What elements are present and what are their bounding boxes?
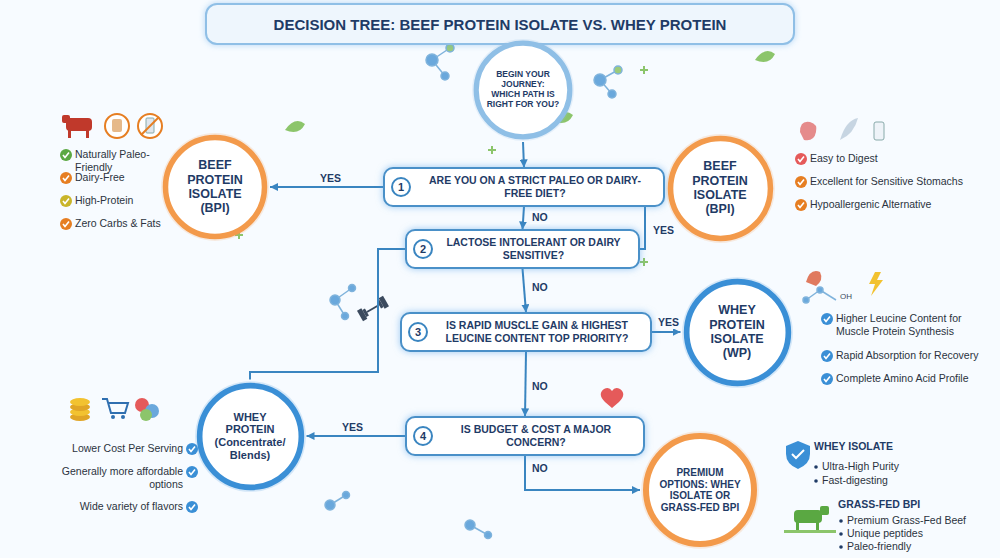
result-circle: WHEY PROTEIN ISOLATE (WP) (681, 276, 794, 389)
check-icon (60, 218, 72, 230)
node-label: PREMIUM OPTIONS: WHEY ISOLATE OR GRASS-F… (656, 467, 744, 513)
benefit-text: Easy to Digest (810, 152, 990, 165)
edge-label: NO (530, 380, 550, 393)
note-text: Fast-digesting (822, 474, 972, 487)
check-icon (186, 466, 198, 478)
step-number: 2 (413, 239, 433, 259)
question-text: LACTOSE INTOLERANT OR DAIRY SENSITIVE? (439, 236, 628, 261)
node-label: BEGIN YOUR JOURNEY: WHICH PATH IS RIGHT … (486, 70, 560, 109)
check-icon (821, 373, 833, 385)
result-circle: BEEF PROTEIN ISOLATE (BPI) (665, 133, 776, 244)
check-icon (60, 149, 72, 161)
note-text: WHEY ISOLATE (814, 440, 964, 453)
benefit-text: Generally more affordable options (55, 465, 183, 490)
step-number: 1 (391, 177, 411, 197)
benefit-text: Complete Amino Acid Profile (836, 372, 994, 385)
benefit-text: Zero Carbs & Fats (75, 217, 185, 230)
benefit-text: Wide variety of flavors (55, 500, 183, 513)
connector-arrow (523, 142, 524, 167)
node-label: WHEY PROTEIN ISOLATE (WP) (697, 303, 777, 361)
node-label: BEEF PROTEIN ISOLATE (BPI) (681, 159, 759, 217)
benefit-text: Rapid Absorption for Recovery (836, 349, 994, 362)
title: DECISION TREE: BEEF PROTEIN ISOLATE VS. … (205, 3, 795, 45)
result-circle: WHEY PROTEIN (Concentrate/ Blends) (194, 380, 307, 493)
edge-label: YES (318, 172, 343, 185)
connector-arrow (525, 352, 526, 417)
connector-arrow (307, 435, 406, 437)
note-text: Unique peptides (847, 527, 997, 540)
result-circle: BEEF PROTEIN ISOLATE (BPI) (160, 132, 270, 242)
benefit-text: Naturally Paleo-Friendly (75, 148, 185, 173)
check-icon (795, 199, 807, 211)
edge-label: YES (651, 224, 676, 237)
connector-arrow (250, 249, 405, 380)
edge-label: NO (530, 211, 550, 224)
node-label: BEEF PROTEIN ISOLATE (BPI) (177, 158, 253, 216)
check-icon (60, 195, 72, 207)
connector-arrow (525, 456, 640, 490)
question-text: IS RAPID MUSCLE GAIN & HIGHEST LEUCINE C… (434, 319, 640, 344)
benefit-text: Lower Cost Per Serving (55, 442, 183, 455)
edge-label: NO (530, 462, 550, 475)
step-number: 3 (408, 322, 428, 342)
note-text: OH (840, 292, 864, 302)
edge-label: YES (656, 316, 681, 329)
result-circle: PREMIUM OPTIONS: WHEY ISOLATE OR GRASS-F… (640, 430, 760, 550)
decision-box: 1 ARE YOU ON A STRICT PALEO OR DAIRY-FREE… (383, 167, 665, 206)
benefit-text: Higher Leucine Content for Muscle Protei… (836, 312, 994, 337)
connector-arrow (652, 331, 681, 333)
benefit-text: Hypoallergenic Alternative (810, 198, 990, 211)
edge-label: YES (340, 421, 365, 434)
decision-box: 4 IS BUDGET & COST A MAJOR CONCERN? (405, 416, 645, 455)
connector-arrow (270, 186, 383, 188)
benefit-text: High-Protein (75, 194, 185, 207)
connector-arrow (523, 207, 525, 230)
step-number: 4 (413, 426, 433, 446)
note-text: Ultra-High Purity (822, 460, 972, 473)
note-text: Paleo-friendly (847, 540, 997, 553)
note-text: Premium Grass-Fed Beef (847, 514, 997, 527)
check-icon (795, 153, 807, 165)
check-icon (795, 176, 807, 188)
connector-arrow (523, 269, 527, 313)
decision-box: 3 IS RAPID MUSCLE GAIN & HIGHEST LEUCINE … (400, 312, 652, 351)
check-icon (60, 172, 72, 184)
check-icon (821, 350, 833, 362)
node-label: WHEY PROTEIN (Concentrate/ Blends) (208, 411, 292, 462)
benefit-text: Excellent for Sensitive Stomachs (810, 175, 990, 188)
start-circle: BEGIN YOUR JOURNEY: WHICH PATH IS RIGHT … (471, 38, 575, 142)
note-text: GRASS-FED BPI (838, 498, 988, 511)
check-icon (821, 313, 833, 325)
question-text: ARE YOU ON A STRICT PALEO OR DAIRY-FREE … (417, 174, 653, 199)
check-icon (186, 501, 198, 513)
decision-box: 2 LACTOSE INTOLERANT OR DAIRY SENSITIVE? (405, 229, 640, 268)
edge-label: NO (530, 281, 550, 294)
question-text: IS BUDGET & COST A MAJOR CONCERN? (439, 423, 633, 448)
benefit-text: Dairy-Free (75, 171, 185, 184)
